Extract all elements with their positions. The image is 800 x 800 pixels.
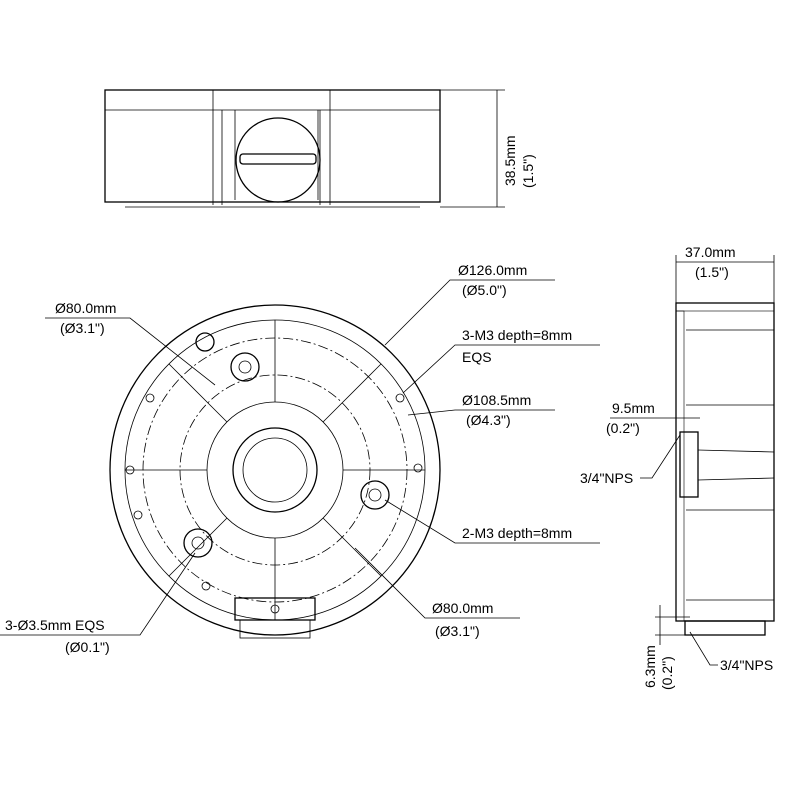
- depth-mm: 37.0mm: [685, 244, 736, 260]
- bottom-circle-mm: Ø80.0mm: [432, 600, 493, 616]
- side-view: 37.0mm (1.5") 9.5mm (0.2") 3/4"NPS 6.3mm…: [580, 244, 775, 690]
- screw-holes-in: (Ø0.1"): [65, 639, 110, 655]
- bottom-mm: 6.3mm: [642, 645, 658, 688]
- left-circle-mm: Ø80.0mm: [55, 300, 116, 316]
- height-mm-label: 38.5mm: [502, 135, 518, 186]
- mid-dia-mm: Ø108.5mm: [462, 392, 531, 408]
- outer-dia-mm: Ø126.0mm: [458, 262, 527, 278]
- m3-three-eqs: EQS: [462, 349, 492, 365]
- bottom-circle-in: (Ø3.1"): [435, 623, 480, 639]
- cover-knob: [235, 117, 321, 203]
- offset-mm: 9.5mm: [612, 400, 655, 416]
- screw-holes-mm: 3-Ø3.5mm EQS: [5, 617, 105, 633]
- outer-dia-in: (Ø5.0"): [462, 282, 507, 298]
- bottom-in: (0.2"): [659, 656, 675, 690]
- left-circle-in: (Ø3.1"): [60, 320, 105, 336]
- height-in-label: (1.5"): [520, 154, 536, 188]
- depth-in: (1.5"): [695, 264, 729, 280]
- m3-three-label: 3-M3 depth=8mm: [462, 327, 572, 343]
- bottom-port: [684, 620, 766, 636]
- top-view: 38.5mm (1.5"): [104, 89, 536, 208]
- side-port-label: 3/4"NPS: [580, 470, 633, 486]
- offset-in: (0.2"): [606, 420, 640, 436]
- m3-hole: [183, 528, 213, 558]
- bottom-port-label: 3/4"NPS: [720, 657, 773, 673]
- m3-hole: [230, 352, 260, 382]
- front-view: Ø126.0mm (Ø5.0") Ø80.0mm (Ø3.1") 3-M3 de…: [0, 262, 600, 655]
- side-port: [679, 431, 699, 498]
- center-port: [232, 427, 318, 513]
- m3-two-label: 2-M3 depth=8mm: [462, 525, 572, 541]
- mid-dia-in: (Ø4.3"): [466, 412, 511, 428]
- m3-hole: [360, 480, 390, 510]
